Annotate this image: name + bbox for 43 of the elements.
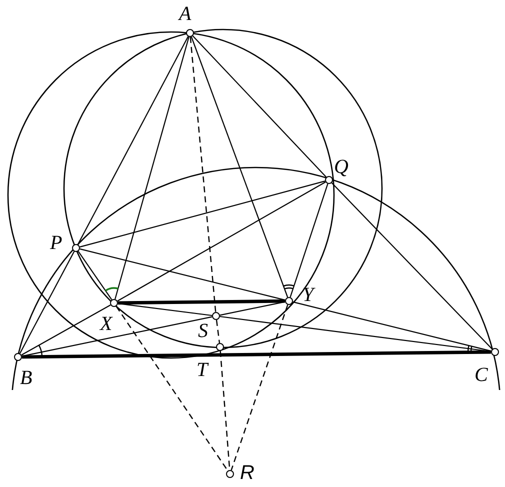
line-segment bbox=[80, 180, 326, 248]
point-label: R bbox=[240, 463, 254, 483]
line-segment bbox=[77, 36, 189, 245]
dashed-line bbox=[216, 320, 220, 344]
line-segment bbox=[331, 182, 493, 350]
point-label: T bbox=[196, 360, 208, 380]
line-segment bbox=[290, 184, 328, 298]
line-segment bbox=[80, 248, 286, 301]
point-label: A bbox=[179, 4, 192, 24]
point-label: P bbox=[50, 233, 62, 253]
point-marker bbox=[285, 297, 293, 305]
line-segment bbox=[190, 36, 288, 298]
point-marker bbox=[72, 244, 80, 252]
point-marker bbox=[491, 348, 499, 356]
line-segment bbox=[78, 250, 112, 300]
line-segment bbox=[22, 316, 212, 357]
point-marker bbox=[325, 176, 333, 184]
line-segment bbox=[292, 301, 492, 352]
point-label: Q bbox=[334, 157, 348, 177]
point-marker bbox=[110, 299, 118, 307]
line-segment bbox=[220, 301, 286, 316]
line-segment bbox=[192, 36, 327, 178]
point-label: X bbox=[100, 314, 112, 334]
dashed-line bbox=[116, 306, 228, 472]
dashed-line bbox=[230, 304, 288, 470]
line-segment bbox=[118, 302, 212, 316]
line-segment bbox=[21, 304, 111, 356]
point-marker bbox=[212, 312, 220, 320]
point-marker bbox=[226, 470, 234, 478]
line-segment bbox=[114, 36, 190, 300]
dashed-line bbox=[190, 36, 216, 312]
point-marker bbox=[14, 353, 22, 361]
line-segment bbox=[220, 316, 492, 352]
point-marker bbox=[216, 343, 224, 351]
point-marker bbox=[186, 29, 194, 37]
line-segment bbox=[117, 182, 326, 302]
thick-line bbox=[118, 299, 286, 305]
point-label: B bbox=[20, 368, 32, 388]
point-label: C bbox=[474, 365, 488, 385]
point-label: Y bbox=[302, 285, 314, 305]
line-segment bbox=[19, 251, 75, 354]
thick-line bbox=[22, 350, 492, 359]
point-label: S bbox=[198, 321, 208, 341]
